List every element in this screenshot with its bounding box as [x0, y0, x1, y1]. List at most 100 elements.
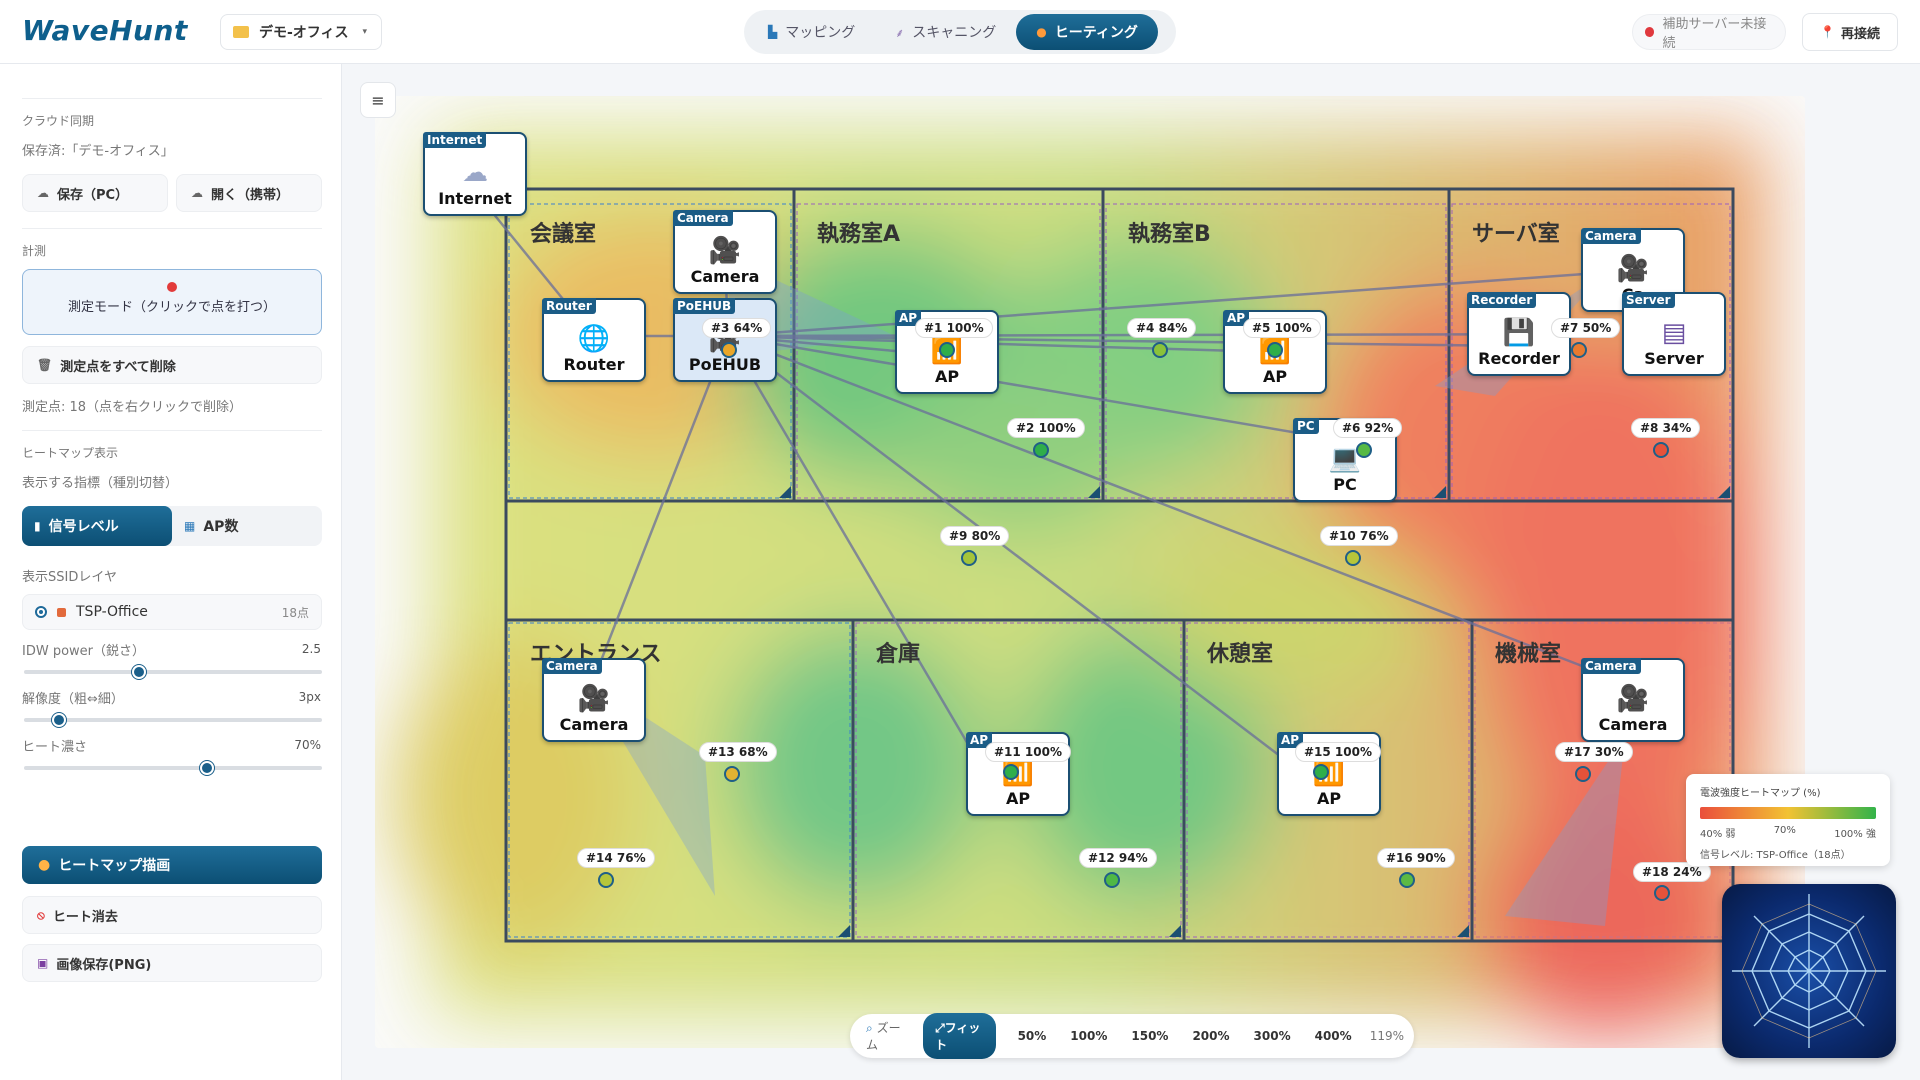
measurement-point[interactable]	[1152, 342, 1168, 358]
menu-icon[interactable]: ≡	[360, 82, 396, 118]
metric-label: 表示する指標（種別切替）	[22, 476, 179, 491]
open-mobile-button[interactable]: ☁ 開く（携帯）	[176, 174, 322, 212]
device-server[interactable]: Server ▤ Server	[1622, 292, 1726, 376]
measurement-point[interactable]	[1345, 550, 1361, 566]
measurement-point[interactable]	[1399, 872, 1415, 888]
zoom-100-button[interactable]: 100%	[1070, 1029, 1108, 1043]
cloud-icon: ☁	[191, 186, 203, 200]
device-internet[interactable]: Internet ☁ Internet	[423, 132, 527, 216]
spider-web-icon	[1732, 894, 1886, 1048]
point-label: #17 30%	[1555, 742, 1633, 762]
device-recorder[interactable]: Recorder 💾 Recorder	[1467, 292, 1571, 376]
device-tag: Router	[542, 298, 596, 314]
room-label: 機械室	[1495, 642, 1562, 667]
erase-heat-button[interactable]: ⦸ ヒート消去	[22, 896, 322, 934]
save-pc-button[interactable]: ☁ 保存（PC）	[22, 174, 168, 212]
zoom-label: ⌕ ズーム	[860, 1019, 913, 1053]
measurement-point[interactable]	[724, 766, 740, 782]
device-tag: PC	[1293, 418, 1319, 434]
measurement-point[interactable]	[1033, 442, 1049, 458]
point-label: #9 80%	[940, 526, 1010, 546]
resolution-slider-thumb[interactable]	[52, 713, 67, 727]
measurement-point[interactable]	[1356, 442, 1372, 458]
measurement-point[interactable]	[1653, 442, 1669, 458]
tab-scanning[interactable]: ⸙ スキャニング	[875, 14, 1016, 50]
save-png-button[interactable]: ▣ 画像保存(PNG)	[22, 944, 322, 982]
point-label: #11 100%	[985, 742, 1072, 762]
heat-density-slider-thumb[interactable]	[200, 761, 215, 775]
zoom-200-button[interactable]: 200%	[1192, 1029, 1230, 1043]
device-camera[interactable]: Camera 🎥 Camera	[1581, 658, 1685, 742]
idw-slider[interactable]	[24, 665, 322, 679]
device-camera[interactable]: Camera 🎥 Camera	[542, 658, 646, 742]
tab-mapping[interactable]: ▙ マッピング	[748, 14, 875, 50]
device-tag: Server	[1622, 292, 1675, 308]
device-poehub[interactable]: PoEHUB 🎥 PoEHUB	[673, 298, 777, 382]
heat-density-slider[interactable]	[24, 761, 322, 775]
zoom-400-button[interactable]: 400%	[1314, 1029, 1352, 1043]
idw-slider-thumb[interactable]	[131, 665, 146, 679]
device-name: AP	[1005, 789, 1031, 808]
metric-signal-option[interactable]: ▮ 信号レベル	[22, 506, 172, 546]
room-label: 倉庫	[876, 642, 921, 667]
measurement-point[interactable]	[1571, 342, 1587, 358]
radio-selected-icon[interactable]	[35, 606, 47, 618]
device-camera[interactable]: Camera 🎥 Camera	[673, 210, 777, 294]
tab-heating[interactable]: ● ヒーティング	[1016, 14, 1158, 50]
zoom-fit-button[interactable]: ⤢フィット	[923, 1013, 996, 1059]
device-name: AP	[934, 367, 960, 386]
device-name: AP	[1316, 789, 1342, 808]
cloud-icon: ☁	[462, 158, 488, 188]
point-label: #5 100%	[1243, 318, 1321, 338]
measurement-point[interactable]	[1654, 885, 1670, 901]
heatmap-title: ヒートマップ表示	[22, 446, 119, 460]
measurement-point[interactable]	[1003, 764, 1019, 780]
device-tag: AP	[966, 732, 993, 748]
measurement-point[interactable]	[1104, 872, 1120, 888]
point-label: #8 34%	[1631, 418, 1701, 438]
resolution-slider[interactable]	[24, 713, 322, 727]
grid-icon: ▦	[184, 519, 196, 533]
measurement-point[interactable]	[1575, 766, 1591, 782]
metric-ap-option[interactable]: ▦ AP数	[172, 506, 322, 546]
measurement-point[interactable]	[721, 342, 737, 358]
tab-mapping-label: マッピング	[785, 25, 856, 41]
resolution-label: 解像度（粗⇔細）	[22, 692, 124, 707]
measurement-point[interactable]	[598, 872, 614, 888]
measure-title: 計測	[22, 244, 47, 258]
floppy-icon: 💾	[1502, 318, 1536, 348]
device-tag: Internet	[423, 132, 487, 148]
measure-mode-button[interactable]: 測定モード（クリックで点を打つ）	[22, 269, 322, 335]
device-router[interactable]: Router 🌐 Router	[542, 298, 646, 382]
device-tag: Camera	[1581, 228, 1641, 244]
point-label: #7 50%	[1551, 318, 1621, 338]
clear-points-button[interactable]: 🗑 測定点をすべて削除	[22, 346, 322, 384]
device-name: Router	[563, 355, 625, 374]
measurement-point[interactable]	[961, 550, 977, 566]
zoom-300-button[interactable]: 300%	[1253, 1029, 1291, 1043]
zoom-150-button[interactable]: 150%	[1131, 1029, 1169, 1043]
device-name: Recorder	[1478, 349, 1560, 368]
measurement-point[interactable]	[1267, 342, 1283, 358]
reconnect-label: 再接続	[1840, 26, 1880, 42]
chevron-down-icon: ▾	[362, 27, 368, 37]
office-select[interactable]: デモ-オフィス ▾	[220, 14, 382, 50]
draw-heatmap-button[interactable]: ● ヒートマップ描画	[22, 846, 322, 884]
measurement-point[interactable]	[939, 342, 955, 358]
zoom-label-text: ズーム	[866, 1021, 901, 1052]
device-pc[interactable]: PC 💻 PC	[1293, 418, 1397, 502]
reconnect-button[interactable]: 📍 再接続	[1802, 13, 1898, 51]
measurement-point[interactable]	[1313, 764, 1329, 780]
camera-icon: 🎥	[577, 684, 611, 714]
device-tag: AP	[895, 310, 922, 326]
idw-value: 2.5	[301, 642, 321, 656]
point-label: #14 76%	[577, 848, 655, 868]
zoom-50-button[interactable]: 50%	[1017, 1029, 1047, 1043]
ssid-color-swatch	[57, 607, 66, 617]
server-status-text: 補助サーバー未接続	[1662, 17, 1767, 51]
ssid-layer-item[interactable]: TSP-Office 18点	[22, 594, 322, 630]
room-label: 執務室A	[817, 222, 901, 247]
floor-canvas[interactable]: 会議室 執務室A 執務室B サーバ室 エントランス 倉庫 休憩室 機械室 Int…	[375, 96, 1805, 1048]
metric-signal-label: 信号レベル	[48, 519, 119, 535]
room-label: 執務室B	[1128, 222, 1211, 247]
